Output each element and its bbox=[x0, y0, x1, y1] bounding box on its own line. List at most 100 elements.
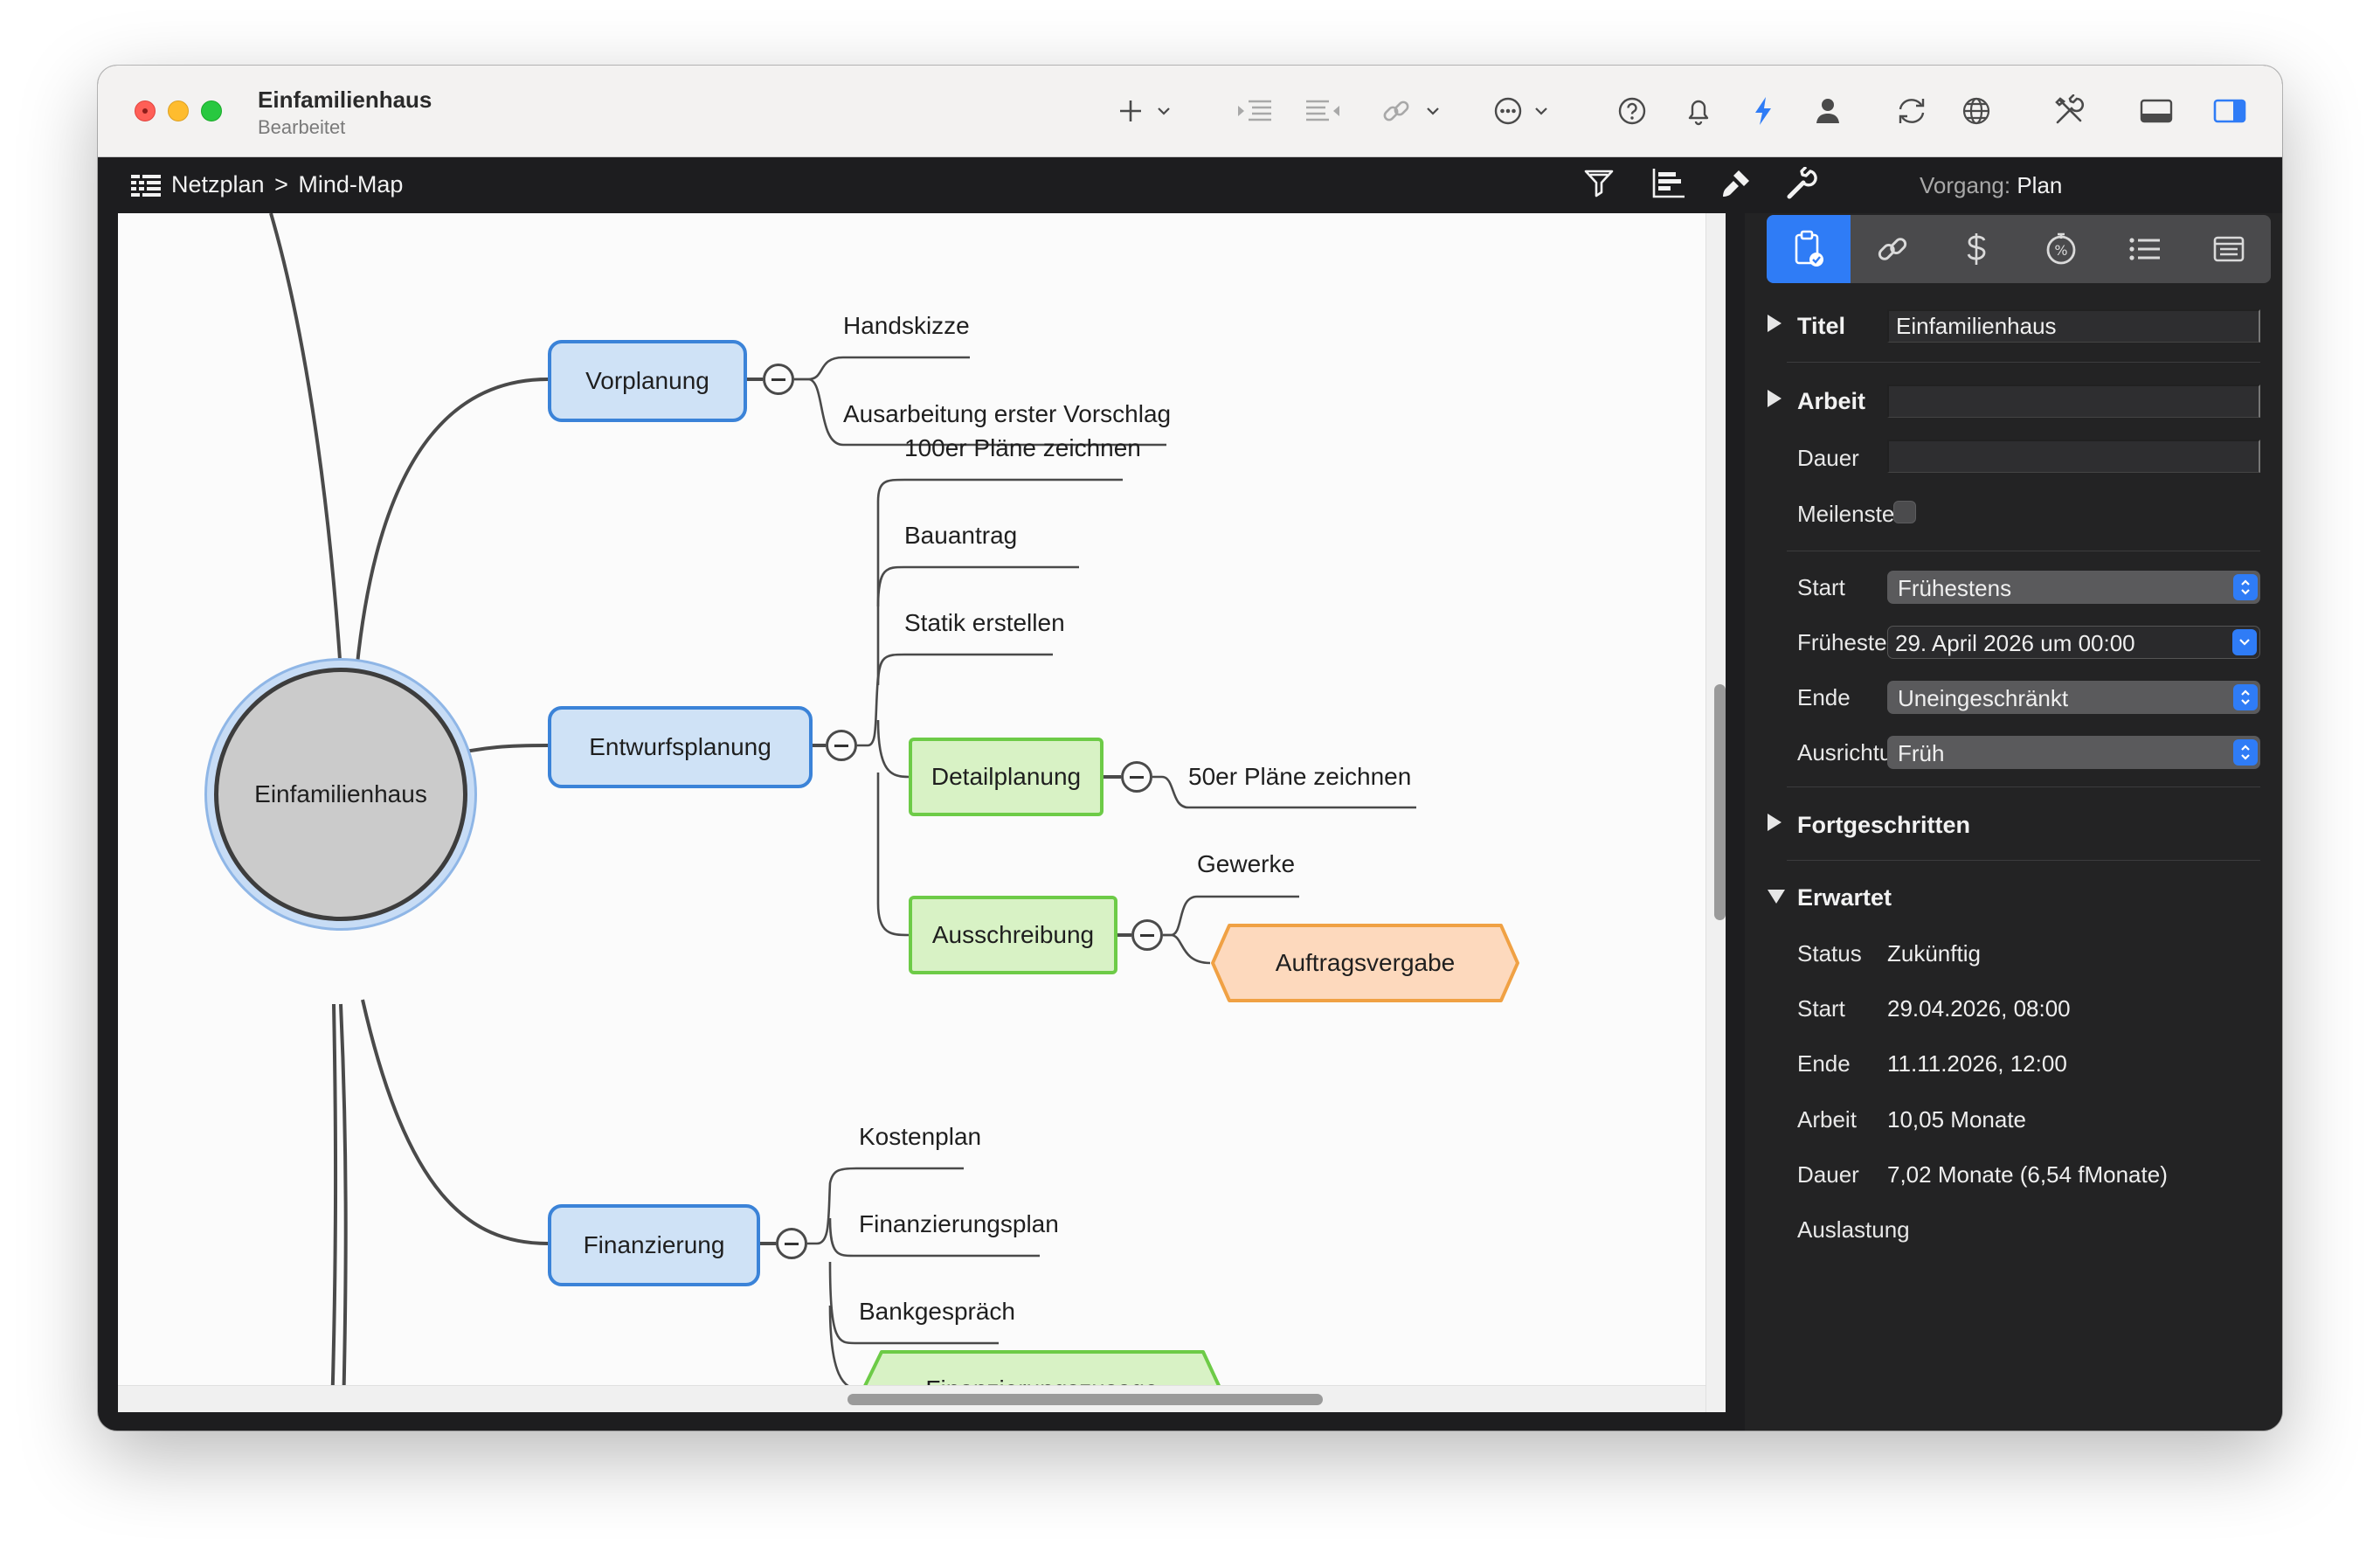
milestone-label: Meilenstein bbox=[1797, 501, 1913, 527]
tab-notes[interactable] bbox=[2187, 215, 2271, 283]
close-window-button[interactable] bbox=[135, 100, 156, 121]
disclosure-titel[interactable] bbox=[1768, 315, 1782, 332]
node-vorplanung[interactable]: Vorplanung bbox=[548, 340, 747, 422]
end-popup[interactable]: Uneingeschränkt bbox=[1887, 681, 2260, 714]
wrench-icon[interactable] bbox=[1786, 165, 1819, 204]
leaf-handskizze[interactable]: Handskizze bbox=[843, 312, 970, 339]
alignment-popup[interactable]: Früh bbox=[1887, 736, 2260, 769]
updown-chevron-icon bbox=[2233, 739, 2258, 766]
title-bar: Einfamilienhaus Bearbeitet bbox=[98, 66, 2282, 157]
chevron-down-icon[interactable] bbox=[1531, 94, 1552, 128]
node-detailplanung[interactable]: Detailplanung bbox=[909, 738, 1104, 816]
node-label: Ausschreibung bbox=[931, 921, 1095, 948]
expected-duration-label: Dauer bbox=[1797, 1161, 1859, 1188]
zoom-window-button[interactable] bbox=[201, 100, 222, 121]
milestone-checkbox[interactable] bbox=[1893, 501, 1916, 523]
paint-brush-icon[interactable] bbox=[1719, 167, 1753, 204]
expected-duration-value: 7,02 Monate (6,54 fMonate) bbox=[1887, 1161, 2168, 1188]
help-icon[interactable] bbox=[1615, 94, 1650, 128]
earliest-date-field[interactable]: 29. April 2026 um 00:00 bbox=[1887, 626, 2260, 659]
tab-costs[interactable] bbox=[1934, 215, 2018, 283]
collapse-toggle-entwurfsplanung[interactable] bbox=[826, 730, 857, 761]
section-expected-label[interactable]: Erwartet bbox=[1797, 884, 1892, 911]
updown-chevron-icon bbox=[2233, 574, 2258, 600]
person-icon[interactable] bbox=[1810, 94, 1845, 128]
breadcrumb-mindmap[interactable]: Mind-Map bbox=[298, 171, 404, 197]
globe-icon[interactable] bbox=[1959, 94, 1994, 128]
right-panel-icon[interactable] bbox=[2210, 94, 2249, 128]
mindmap-canvas[interactable]: Einfamilienhaus Vorplanung Entwurfsplanu… bbox=[118, 213, 1726, 1412]
leaf-bauantrag[interactable]: Bauantrag bbox=[904, 522, 1018, 549]
link-icon bbox=[1878, 238, 1907, 260]
mindmap-connectors bbox=[269, 213, 1416, 1412]
leaf-ausarbeitung[interactable]: Ausarbeitung erster Vorschlag bbox=[843, 400, 1172, 427]
inspector-tabs: % bbox=[1767, 215, 2271, 283]
duration-field[interactable] bbox=[1887, 440, 2260, 473]
expected-work-label: Arbeit bbox=[1797, 1106, 1857, 1133]
node-entwurfsplanung[interactable]: Entwurfsplanung bbox=[548, 706, 813, 788]
bottom-panel-icon[interactable] bbox=[2137, 94, 2176, 128]
outline-icon[interactable] bbox=[131, 173, 161, 202]
section-advanced-label[interactable]: Fortgeschritten bbox=[1797, 812, 1971, 838]
breadcrumb-netzplan[interactable]: Netzplan bbox=[171, 171, 265, 197]
root-node[interactable]: Einfamilienhaus bbox=[214, 668, 467, 921]
end-popup-value: Uneingeschränkt bbox=[1898, 685, 2069, 711]
expected-start-value: 29.04.2026, 08:00 bbox=[1887, 995, 2071, 1022]
title-field[interactable] bbox=[1887, 309, 2260, 343]
filter-icon[interactable] bbox=[1583, 167, 1615, 203]
sync-icon[interactable] bbox=[1892, 94, 1931, 128]
node-ausschreibung[interactable]: Ausschreibung bbox=[909, 896, 1117, 974]
work-field[interactable] bbox=[1887, 385, 2260, 418]
breadcrumb-separator: > bbox=[274, 171, 288, 197]
vertical-scrollbar[interactable] bbox=[1714, 684, 1726, 920]
chevron-down-icon[interactable] bbox=[1153, 94, 1174, 128]
disclosure-fortgeschritten[interactable] bbox=[1768, 814, 1782, 831]
node-label: Entwurfsplanung bbox=[589, 733, 771, 760]
link-icon[interactable] bbox=[1379, 94, 1414, 128]
tab-task[interactable] bbox=[1767, 215, 1851, 283]
plus-icon[interactable] bbox=[1113, 94, 1148, 128]
collapse-toggle-detailplanung[interactable] bbox=[1121, 761, 1152, 793]
horizontal-scrollbar[interactable] bbox=[848, 1394, 1323, 1405]
node-finanzierung[interactable]: Finanzierung bbox=[548, 1204, 760, 1286]
chevron-down-icon[interactable] bbox=[1422, 94, 1443, 128]
leaf-statik[interactable]: Statik erstellen bbox=[904, 609, 1065, 636]
tools-icon[interactable] bbox=[2050, 94, 2088, 128]
more-icon[interactable] bbox=[1491, 94, 1526, 128]
gantt-icon[interactable] bbox=[1651, 167, 1686, 203]
expected-utilization-label: Auslastung bbox=[1797, 1216, 1910, 1243]
leaf-finanzierungsplan[interactable]: Finanzierungsplan bbox=[859, 1210, 1059, 1237]
tab-links[interactable] bbox=[1851, 215, 1934, 283]
leaf-gewerke[interactable]: Gewerke bbox=[1197, 850, 1296, 877]
leaf-50er-plaene[interactable]: 50er Pläne zeichnen bbox=[1188, 763, 1412, 790]
start-popup[interactable]: Frühestens bbox=[1887, 571, 2260, 604]
start-label: Start bbox=[1797, 574, 1845, 600]
expected-status-value: Zukünftig bbox=[1887, 940, 1981, 967]
bolt-icon[interactable] bbox=[1746, 94, 1781, 128]
chevron-down-icon[interactable] bbox=[2232, 629, 2257, 655]
tab-progress[interactable]: % bbox=[2019, 215, 2103, 283]
alignment-popup-value: Früh bbox=[1898, 740, 1945, 766]
collapse-toggle-vorplanung[interactable] bbox=[763, 364, 794, 395]
indent-icon[interactable] bbox=[1234, 94, 1276, 128]
disclosure-arbeit[interactable] bbox=[1768, 390, 1782, 407]
bell-icon[interactable] bbox=[1681, 94, 1716, 128]
collapse-toggle-finanzierung[interactable] bbox=[776, 1228, 807, 1259]
svg-text:%: % bbox=[2054, 242, 2067, 259]
leaf-100er-plaene[interactable]: 100er Pläne zeichnen bbox=[904, 434, 1141, 461]
clipboard-icon bbox=[1795, 230, 1824, 267]
tab-list[interactable] bbox=[2103, 215, 2187, 283]
duration-label: Dauer bbox=[1797, 445, 1859, 471]
collapse-toggle-ausschreibung[interactable] bbox=[1131, 919, 1163, 951]
document-status: Bearbeitet bbox=[258, 116, 346, 138]
list-icon bbox=[2129, 238, 2160, 260]
expected-start-label: Start bbox=[1797, 995, 1845, 1022]
outdent-icon[interactable] bbox=[1302, 94, 1344, 128]
minimize-window-button[interactable] bbox=[168, 100, 189, 121]
end-label: Ende bbox=[1797, 684, 1851, 710]
app-window: Einfamilienhaus Bearbeitet bbox=[98, 66, 2282, 1431]
milestone-auftragsvergabe[interactable]: Auftragsvergabe bbox=[1210, 923, 1520, 1003]
disclosure-erwartet[interactable] bbox=[1768, 890, 1785, 904]
leaf-bankgespraech[interactable]: Bankgespräch bbox=[859, 1298, 1016, 1325]
leaf-kostenplan[interactable]: Kostenplan bbox=[859, 1123, 982, 1150]
